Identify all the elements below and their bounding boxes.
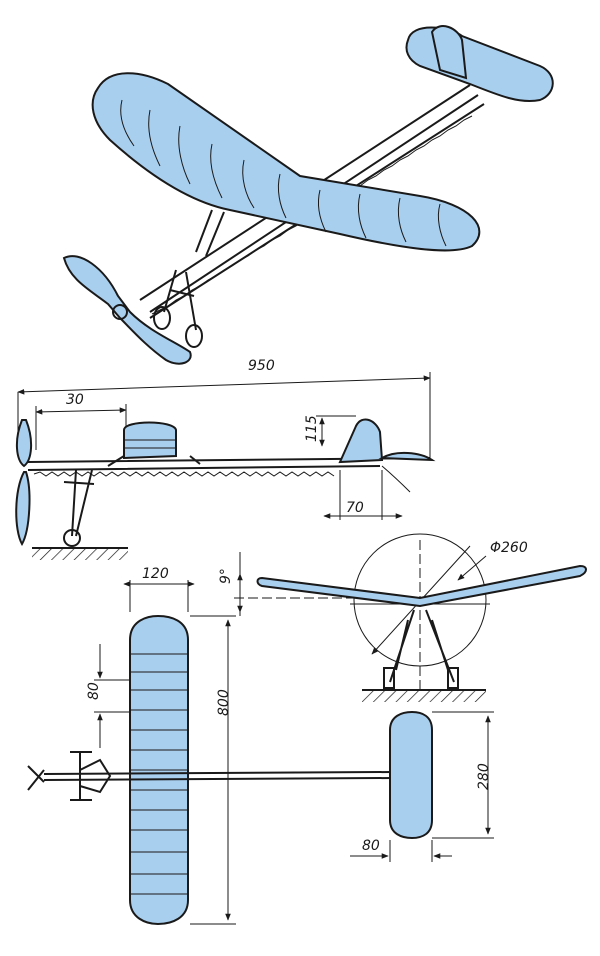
side-propeller bbox=[15, 419, 32, 547]
top-fuselage bbox=[43, 771, 393, 781]
dihedral-label: 9° bbox=[218, 568, 234, 584]
perspective-fin bbox=[430, 25, 468, 80]
perspective-pylon bbox=[195, 209, 225, 257]
top-landing-gear bbox=[70, 751, 112, 801]
front-wing bbox=[256, 564, 587, 608]
top-propeller bbox=[27, 765, 45, 791]
top-view: 120 80 800 bbox=[27, 566, 494, 926]
prop-to-wing-label: 30 bbox=[66, 392, 84, 408]
front-landing-gear bbox=[389, 609, 455, 683]
perspective-stabilizer bbox=[405, 26, 554, 102]
side-stabilizer bbox=[378, 452, 436, 462]
perspective-view bbox=[62, 25, 554, 365]
perspective-wing-ribs bbox=[120, 99, 447, 247]
side-view: 950 30 115 70 bbox=[15, 358, 436, 560]
side-landing-gear bbox=[63, 469, 95, 537]
perspective-gear bbox=[163, 269, 197, 331]
side-wheel bbox=[63, 529, 81, 547]
stab-span-label: 280 bbox=[476, 763, 492, 790]
prop-diameter-label: Φ260 bbox=[490, 540, 528, 556]
fin-height-label: 115 bbox=[304, 415, 320, 442]
perspective-wheel-right bbox=[185, 324, 203, 348]
rib-spacing-label: 80 bbox=[86, 682, 102, 700]
top-stabilizer bbox=[389, 710, 433, 840]
wingspan-label: 800 bbox=[216, 689, 232, 716]
overall-length-dim-line bbox=[17, 375, 431, 395]
stab-chord-label: 80 bbox=[362, 838, 380, 854]
top-wing-ribs bbox=[130, 653, 188, 895]
overall-length-label: 950 bbox=[248, 358, 275, 374]
perspective-wheel-left bbox=[153, 306, 171, 330]
wing-chord-label: 120 bbox=[142, 566, 169, 582]
tail-chord-label: 70 bbox=[346, 500, 364, 516]
perspective-wing bbox=[91, 72, 481, 252]
front-view: 9° Φ260 bbox=[218, 533, 587, 702]
side-fin bbox=[338, 418, 384, 464]
